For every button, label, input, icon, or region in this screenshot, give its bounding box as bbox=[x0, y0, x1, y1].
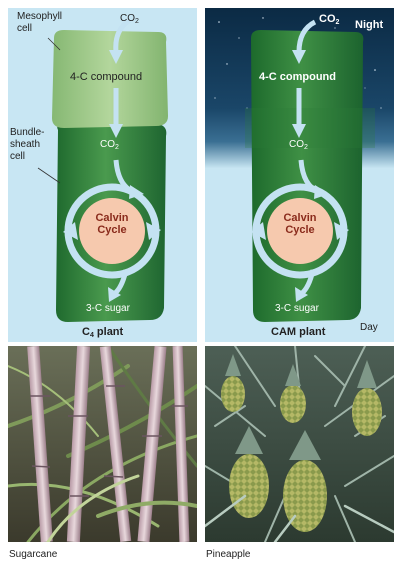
mesophyll-leader-line bbox=[47, 37, 61, 51]
night-label: Night bbox=[355, 19, 384, 31]
cam-diagram-graphic bbox=[214, 17, 382, 322]
sugarcane-caption: Sugarcane bbox=[9, 549, 58, 560]
bundle-leader-line bbox=[37, 167, 61, 184]
cam-co2-mid-label: CO2 bbox=[289, 139, 308, 151]
cam-compound-label: 4-C compound bbox=[259, 71, 336, 83]
pineapple-photo bbox=[205, 346, 394, 542]
cam-co2-intake-arrow bbox=[296, 19, 317, 53]
c4-diagram-graphic bbox=[37, 17, 168, 322]
mesophyll-cell bbox=[52, 30, 168, 128]
mesophyll-label-line2: cell bbox=[17, 23, 33, 34]
pineapple-caption: Pineapple bbox=[206, 549, 251, 560]
c4-sugar-label: 3-C sugar bbox=[86, 303, 130, 314]
cane-front-leaves bbox=[46, 474, 197, 542]
cane-nodes bbox=[30, 385, 188, 497]
cam-plant-title: CAM plant bbox=[271, 326, 326, 338]
c4-plant-title: C4 plant bbox=[82, 326, 124, 339]
day-label: Day bbox=[360, 322, 378, 333]
sugarcane-photo bbox=[8, 346, 197, 542]
co2-intake-arrow bbox=[113, 17, 132, 53]
c4-calvin-cycle-label: Calvin Cycle bbox=[95, 212, 129, 236]
mesophyll-label-line1: Mesophyll bbox=[17, 11, 63, 22]
cam-diagram-panel: CO2 Night 4-C compound CO2 Calvin Cycle … bbox=[205, 8, 394, 342]
pineapple-front-leaves bbox=[205, 494, 394, 542]
cam-co2-top-label: CO2 bbox=[319, 13, 340, 26]
c4-co2-top-label: CO2 bbox=[120, 13, 139, 25]
calvin-cycle-center bbox=[79, 198, 145, 264]
c4-diagram-panel: Mesophyll cell CO2 4-C compound Bundle- … bbox=[8, 8, 197, 342]
cam-calvin-cycle-center bbox=[267, 198, 333, 264]
pineapple-illustration bbox=[205, 346, 394, 542]
cam-calvin-cycle-label: Calvin Cycle bbox=[283, 212, 317, 236]
pineapple-crowns bbox=[225, 354, 377, 460]
cam-sugar-label: 3-C sugar bbox=[275, 303, 319, 314]
sugarcane-illustration bbox=[8, 346, 197, 542]
mesophyll-label: Mesophyll cell bbox=[17, 11, 62, 35]
c4-compound-label: 4-C compound bbox=[70, 71, 143, 83]
cane-stalks bbox=[27, 346, 190, 542]
bundle-sheath-label: Bundle- sheath cell bbox=[10, 127, 45, 162]
pineapple-fruits bbox=[221, 376, 382, 532]
c4-co2-mid-label: CO2 bbox=[100, 139, 119, 151]
